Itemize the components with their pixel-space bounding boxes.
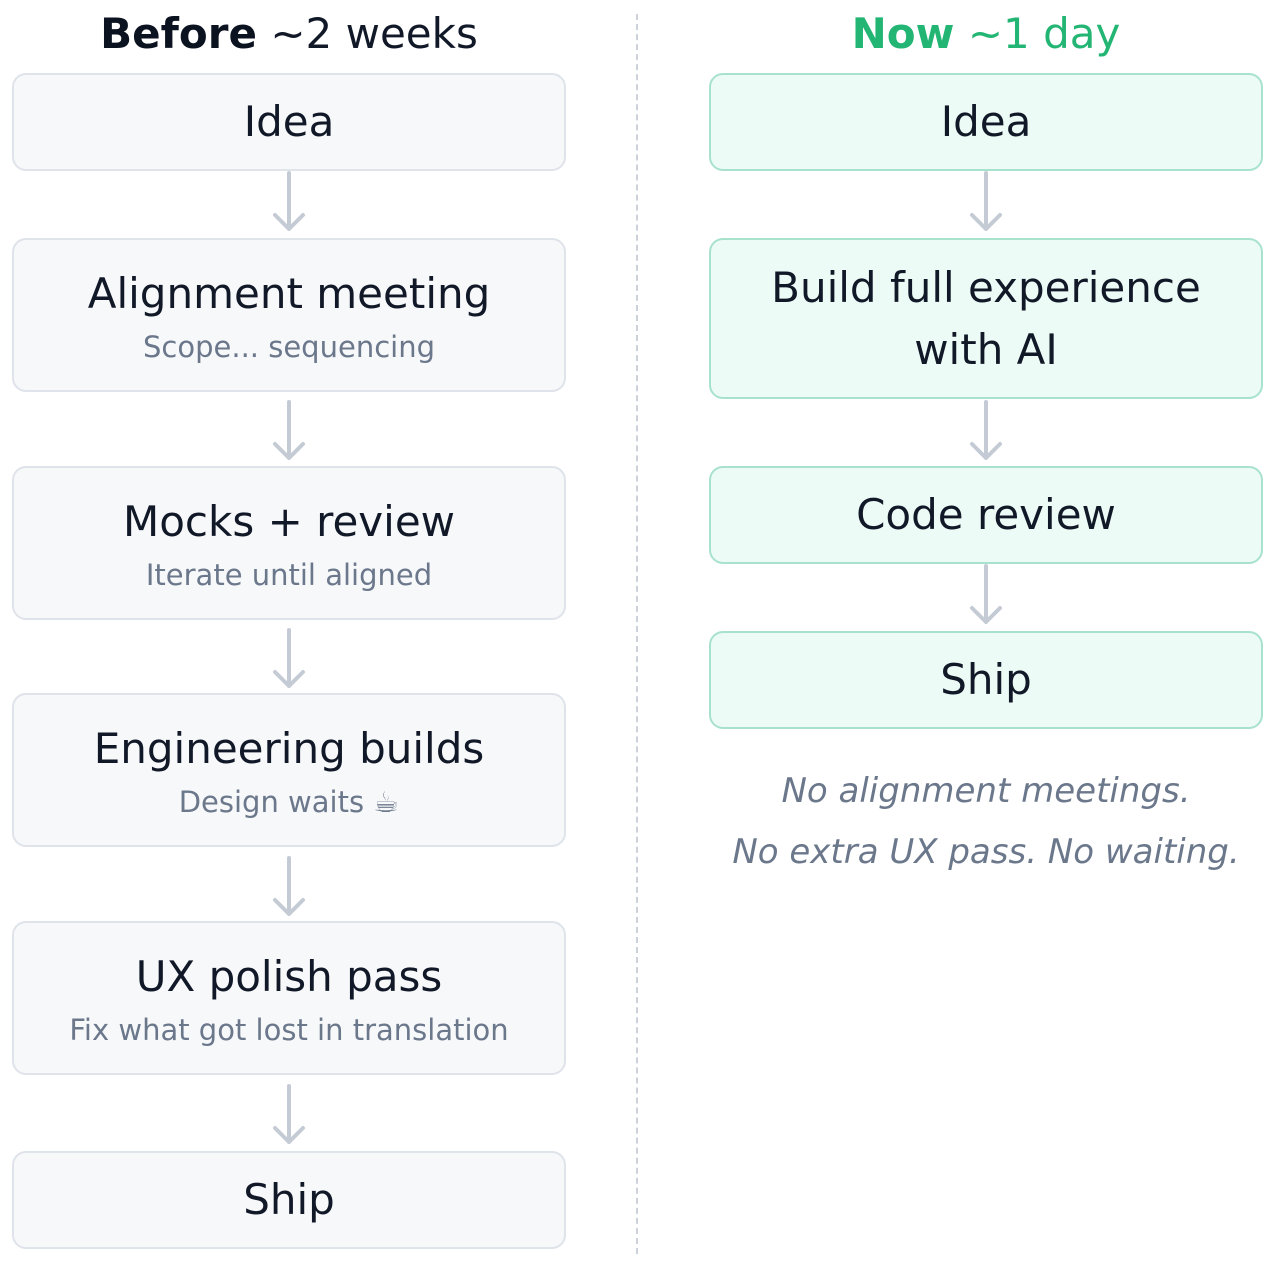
now-step-idea: Idea bbox=[709, 73, 1263, 171]
before-step-ux-polish-pass: UX polish pass Fix what got lost in tran… bbox=[12, 921, 566, 1075]
down-arrow-icon bbox=[259, 171, 319, 235]
down-arrow-icon bbox=[956, 400, 1016, 464]
now-step-code-review: Code review bbox=[709, 466, 1263, 564]
now-heading: Now ~1 day bbox=[709, 8, 1263, 60]
step-title-line-2: with AI bbox=[914, 324, 1058, 374]
down-arrow-icon bbox=[956, 171, 1016, 235]
step-subtitle: Scope... sequencing bbox=[143, 330, 435, 364]
now-step-ship: Ship bbox=[709, 631, 1263, 729]
step-title: Mocks + review bbox=[122, 497, 456, 546]
before-label: Before bbox=[100, 9, 257, 58]
now-step-build-with-ai: Build full experience with AI bbox=[709, 238, 1263, 399]
step-title: Idea bbox=[243, 97, 335, 146]
now-label: Now bbox=[851, 9, 955, 58]
step-title-line-1: Build full experience bbox=[771, 262, 1201, 312]
down-arrow-icon bbox=[259, 628, 319, 692]
step-subtitle: Design waits ☕ bbox=[178, 785, 400, 819]
step-title: Alignment meeting bbox=[87, 269, 491, 318]
step-title: Ship bbox=[243, 1175, 335, 1224]
step-title: Engineering builds bbox=[93, 724, 485, 773]
step-title: UX polish pass bbox=[135, 952, 443, 1001]
step-title: Idea bbox=[940, 97, 1032, 146]
column-divider bbox=[636, 14, 638, 1254]
step-subtitle: Iterate until aligned bbox=[145, 558, 433, 592]
before-step-mocks-review: Mocks + review Iterate until aligned bbox=[12, 466, 566, 620]
before-duration: ~2 weeks bbox=[270, 9, 478, 58]
before-step-engineering-builds: Engineering builds Design waits ☕ bbox=[12, 693, 566, 847]
down-arrow-icon bbox=[956, 564, 1016, 628]
now-note-line-2: No extra UX pass. No waiting. bbox=[732, 832, 1240, 872]
now-duration: ~1 day bbox=[967, 9, 1121, 58]
down-arrow-icon bbox=[259, 400, 319, 464]
step-title: Ship bbox=[940, 655, 1032, 704]
before-heading: Before ~2 weeks bbox=[12, 8, 566, 60]
now-note-line-1: No alignment meetings. bbox=[781, 771, 1191, 811]
down-arrow-icon bbox=[259, 1084, 319, 1148]
before-step-ship: Ship bbox=[12, 1151, 566, 1249]
down-arrow-icon bbox=[259, 856, 319, 920]
before-step-idea: Idea bbox=[12, 73, 566, 171]
before-step-alignment-meeting: Alignment meeting Scope... sequencing bbox=[12, 238, 566, 392]
step-subtitle: Fix what got lost in translation bbox=[69, 1013, 509, 1047]
step-title: Code review bbox=[856, 490, 1116, 539]
